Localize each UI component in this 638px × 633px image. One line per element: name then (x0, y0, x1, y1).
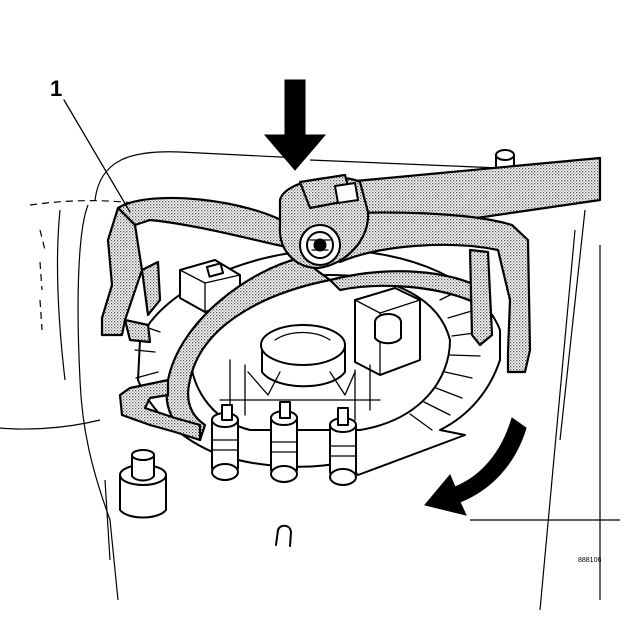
hose-nipple-left (211, 404, 239, 481)
callout-1: 1 (50, 76, 131, 213)
fuel-pump-module (134, 249, 501, 486)
callout-number-1: 1 (50, 76, 62, 101)
hose-nipple-center (270, 401, 298, 483)
callout-leader-line (63, 99, 131, 213)
lock-ring-removal-tool (100, 156, 602, 442)
floor-mark (275, 524, 292, 547)
hose-nipple-right (329, 407, 357, 486)
press-down-arrow-icon (263, 79, 327, 171)
vehicle-body-outline (0, 151, 620, 611)
rotate-counterclockwise-arrow-icon (424, 417, 527, 516)
mounting-stud-lower-left (119, 449, 167, 519)
figure-code: 888106 (578, 557, 601, 564)
